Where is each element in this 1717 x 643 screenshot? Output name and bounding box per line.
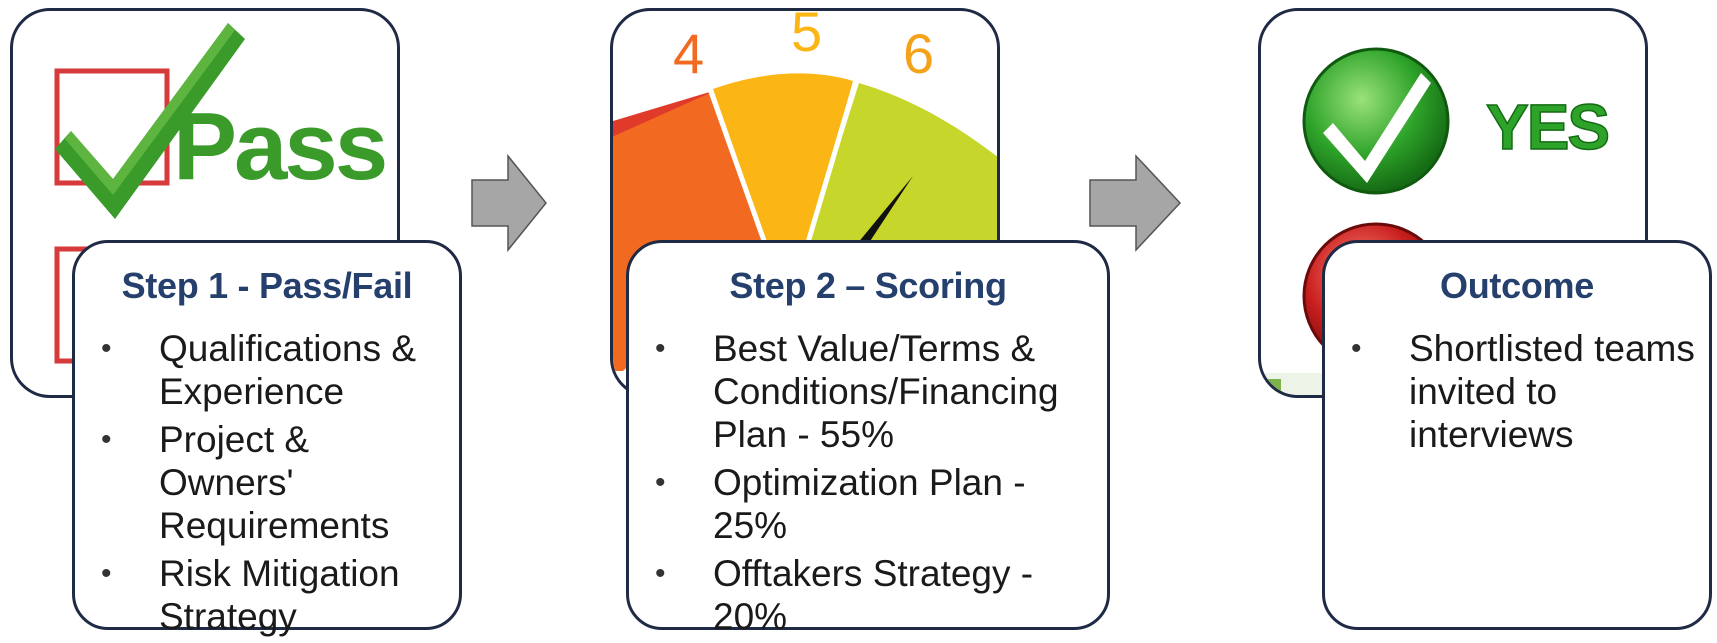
yes-checkmark-icon xyxy=(1302,47,1450,195)
outcome-bullet-list: Shortlisted teams invited to interviews xyxy=(1351,327,1697,461)
right-arrow-icon xyxy=(1089,154,1182,252)
gauge-number: 4 xyxy=(673,22,704,85)
pass-word: Pass xyxy=(173,93,385,200)
list-item: Offtakers Strategy - 20% xyxy=(655,552,1095,638)
step2-card: Step 2 – Scoring Best Value/Terms & Cond… xyxy=(626,240,1110,637)
step1-title: Step 1 - Pass/Fail xyxy=(121,265,413,306)
gauge-number: 5 xyxy=(791,11,822,63)
gauge-number: 6 xyxy=(903,22,934,85)
step1-bullet-list: Qualifications & Experience Project & Ow… xyxy=(101,327,447,643)
step2-title: Step 2 – Scoring xyxy=(729,265,1007,306)
list-item: Shortlisted teams invited to interviews xyxy=(1351,327,1697,456)
right-arrow-icon xyxy=(471,154,547,252)
list-item: Risk Mitigation Strategy xyxy=(101,552,447,638)
yes-word: YES xyxy=(1486,91,1608,163)
list-item: Project & Owners' Requirements xyxy=(101,418,447,547)
list-item: Qualifications & Experience xyxy=(101,327,447,413)
step2-bullet-list: Best Value/Terms & Conditions/Financing … xyxy=(655,327,1095,643)
step1-card: Step 1 - Pass/Fail Qualifications & Expe… xyxy=(72,240,462,637)
list-item: Optimization Plan - 25% xyxy=(655,461,1095,547)
outcome-card: Outcome Shortlisted teams invited to int… xyxy=(1322,240,1712,630)
outcome-title: Outcome xyxy=(1440,265,1594,306)
list-item: Best Value/Terms & Conditions/Financing … xyxy=(655,327,1095,456)
